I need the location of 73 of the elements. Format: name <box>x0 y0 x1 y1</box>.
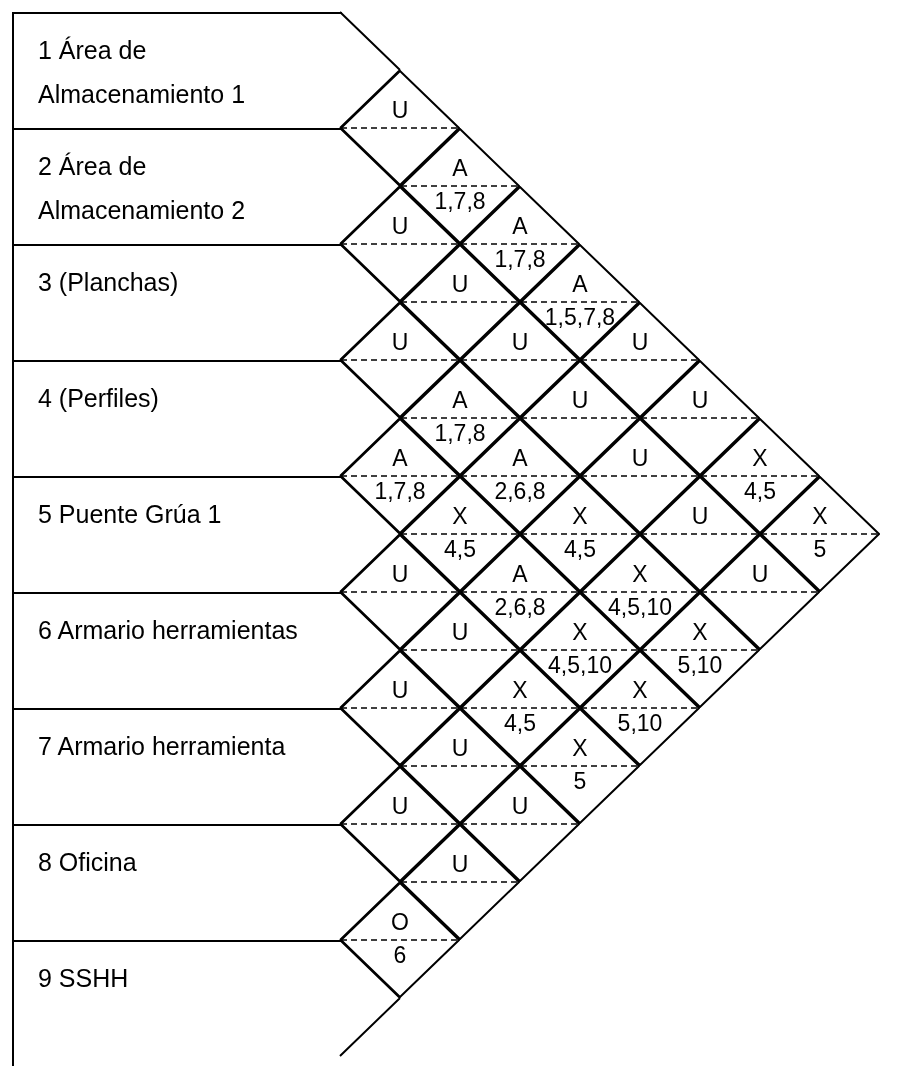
relationship-code: U <box>510 329 530 355</box>
reason-codes: 6 <box>392 942 408 968</box>
reason-codes: 4,5,10 <box>547 652 613 678</box>
relationship-code: X <box>811 503 829 529</box>
relationship-code: U <box>390 677 410 703</box>
department-name: 1 Área de Almacenamiento 1 <box>38 35 247 110</box>
department-name: 7 Armario herramienta <box>38 731 287 762</box>
department-box <box>12 476 342 592</box>
relationship-code: A <box>511 561 529 587</box>
relationship-code: X <box>511 677 529 703</box>
department-name: 6 Armario herramientas <box>38 615 299 646</box>
relationship-code: U <box>450 619 470 645</box>
relationship-code: U <box>510 793 530 819</box>
department-box <box>12 244 342 360</box>
relationship-code: U <box>690 503 710 529</box>
department-name: 8 Oficina <box>38 847 138 878</box>
reason-codes: 5,10 <box>676 652 724 678</box>
department-box <box>12 824 342 940</box>
department-box <box>12 360 342 476</box>
department-box <box>12 12 342 128</box>
department-name: 3 (Planchas) <box>38 267 180 298</box>
relationship-code: U <box>450 735 470 761</box>
department-box <box>12 940 342 1066</box>
relationship-code: A <box>511 445 529 471</box>
relationship-code: X <box>751 445 769 471</box>
relationship-code: U <box>390 793 410 819</box>
relationship-code: X <box>631 677 649 703</box>
relationship-code: U <box>630 329 650 355</box>
relationship-code: A <box>571 271 589 297</box>
relationship-code: X <box>571 503 589 529</box>
relationship-code: U <box>390 97 410 123</box>
reason-codes: 4,5,10 <box>607 594 673 620</box>
reason-codes: 1,7,8 <box>373 478 427 504</box>
relationship-code: A <box>511 213 529 239</box>
relationship-code: A <box>391 445 409 471</box>
relationship-diamond <box>340 882 460 998</box>
relationship-code: O <box>390 909 410 935</box>
relationship-code: U <box>390 213 410 239</box>
relationship-code: U <box>450 851 470 877</box>
reason-codes: 5 <box>812 536 828 562</box>
department-box <box>12 708 342 824</box>
department-box <box>12 592 342 708</box>
reason-codes: 4,5 <box>443 536 477 562</box>
reason-codes: 1,5,7,8 <box>543 304 617 330</box>
reason-codes: 1,7,8 <box>433 188 487 214</box>
reason-codes: 2,6,8 <box>493 478 547 504</box>
relationship-code: X <box>691 619 709 645</box>
department-name: 2 Área de Almacenamiento 2 <box>38 151 247 226</box>
reason-codes: 5 <box>572 768 588 794</box>
relationship-code: A <box>451 155 469 181</box>
department-name: 5 Puente Grúa 1 <box>38 499 223 530</box>
relationship-code: U <box>750 561 770 587</box>
relationship-code: X <box>631 561 649 587</box>
relationship-code: U <box>390 561 410 587</box>
department-name: 4 (Perfiles) <box>38 383 160 414</box>
department-box <box>12 128 342 244</box>
relationship-code: X <box>571 619 589 645</box>
relationship-code: U <box>690 387 710 413</box>
relationship-code: U <box>630 445 650 471</box>
relationship-code: X <box>451 503 469 529</box>
reason-codes: 5,10 <box>616 710 664 736</box>
reason-codes: 4,5 <box>503 710 537 736</box>
relationship-code: U <box>570 387 590 413</box>
reason-codes: 4,5 <box>563 536 597 562</box>
department-name: 9 SSHH <box>38 963 130 994</box>
relationship-code: U <box>450 271 470 297</box>
reason-codes: 4,5 <box>743 478 777 504</box>
reason-codes: 1,7,8 <box>433 420 487 446</box>
relationship-code: U <box>390 329 410 355</box>
reason-codes: 1,7,8 <box>493 246 547 272</box>
relationship-code: X <box>571 735 589 761</box>
relationship-code: A <box>451 387 469 413</box>
reason-codes: 2,6,8 <box>493 594 547 620</box>
